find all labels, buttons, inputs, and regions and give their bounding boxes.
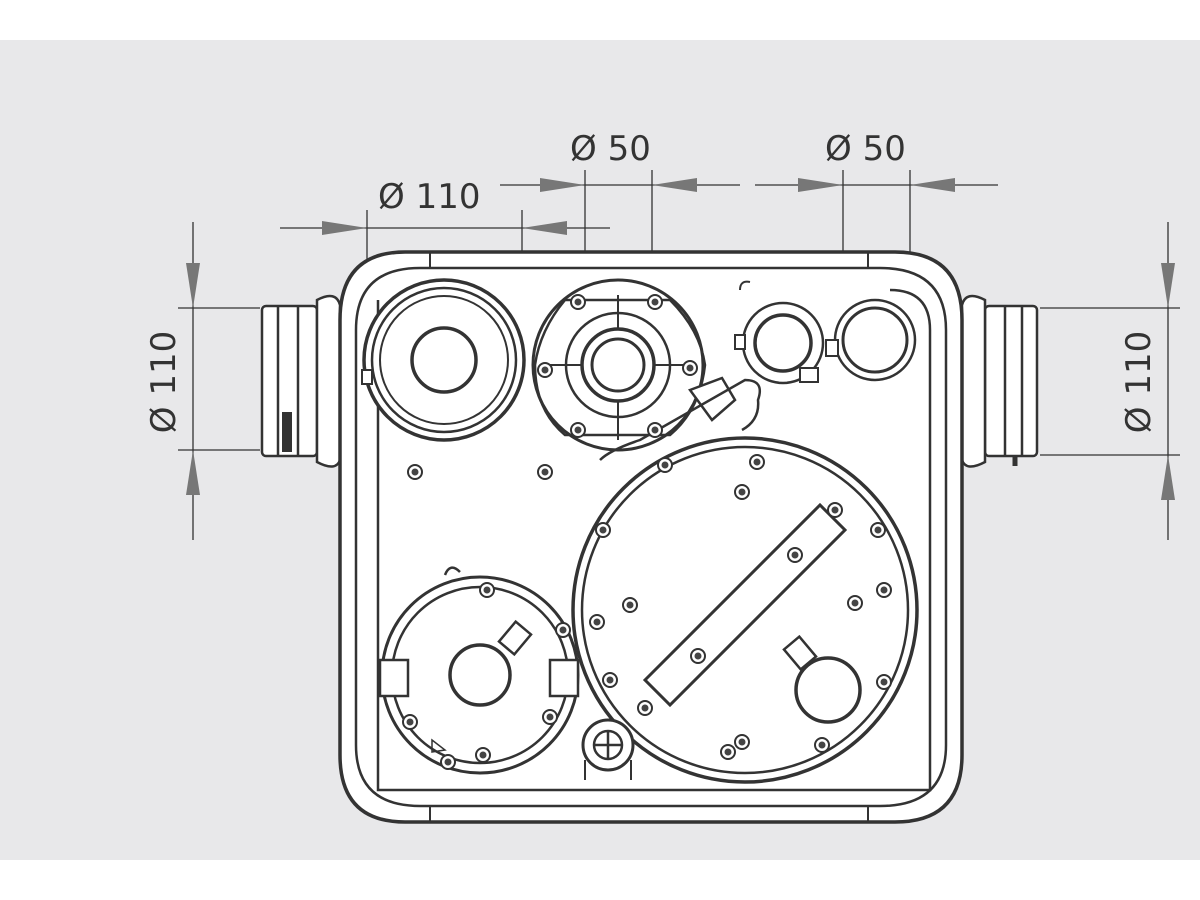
bolt-center [444,758,452,766]
dim-top-inlet-middle-label: Ø 50 [570,129,651,169]
bolt-center [651,426,659,434]
bolt-center [593,618,601,626]
bolt-center [851,599,859,607]
bolt-center [874,526,882,534]
bolt-center [541,366,549,374]
bolt-center [574,298,582,306]
bolt-center [818,741,826,749]
bolt-center [641,704,649,712]
large-inlet-fitting [361,278,526,442]
bolt-center [599,526,607,534]
bolt-center [686,364,694,372]
dim-top-inlet-right-label: Ø 50 [825,129,906,169]
bolt-center [479,751,487,759]
dim-right-side-inlet-label: Ø 110 [1119,331,1159,433]
bolt-center [651,298,659,306]
dim-line-left-side [178,222,260,540]
bolt-center [606,676,614,684]
bolt-center [791,551,799,559]
bolt-center [694,652,702,660]
vent-fitting [581,718,635,780]
bolt-center [753,458,761,466]
bolt-center [724,748,732,756]
bolt-center [483,586,491,594]
dim-line-right-side [1040,222,1180,540]
bolt-center [661,461,669,469]
dim-left-side-inlet-label: Ø 110 [144,331,184,433]
middle-inlet-fitting [531,278,737,452]
bolt-center [559,626,567,634]
bolts [402,294,892,770]
bolt-center [541,468,549,476]
right-side-inlet [960,294,1039,468]
small-inlet-fitting-2 [825,298,917,382]
small-inlet-fitting-1 [734,301,825,385]
bolt-center [406,718,414,726]
left-side-inlet [260,294,342,468]
bolt-center [880,586,888,594]
bolt-center [831,506,839,514]
bolt-center [546,713,554,721]
dim-top-inlet-large-label: Ø 110 [378,177,480,217]
bolt-center [880,678,888,686]
bolt-center [738,488,746,496]
bolt-center [411,468,419,476]
pump-cover [378,566,580,775]
bolt-center [574,426,582,434]
bolt-center [738,738,746,746]
bolt-center [626,601,634,609]
